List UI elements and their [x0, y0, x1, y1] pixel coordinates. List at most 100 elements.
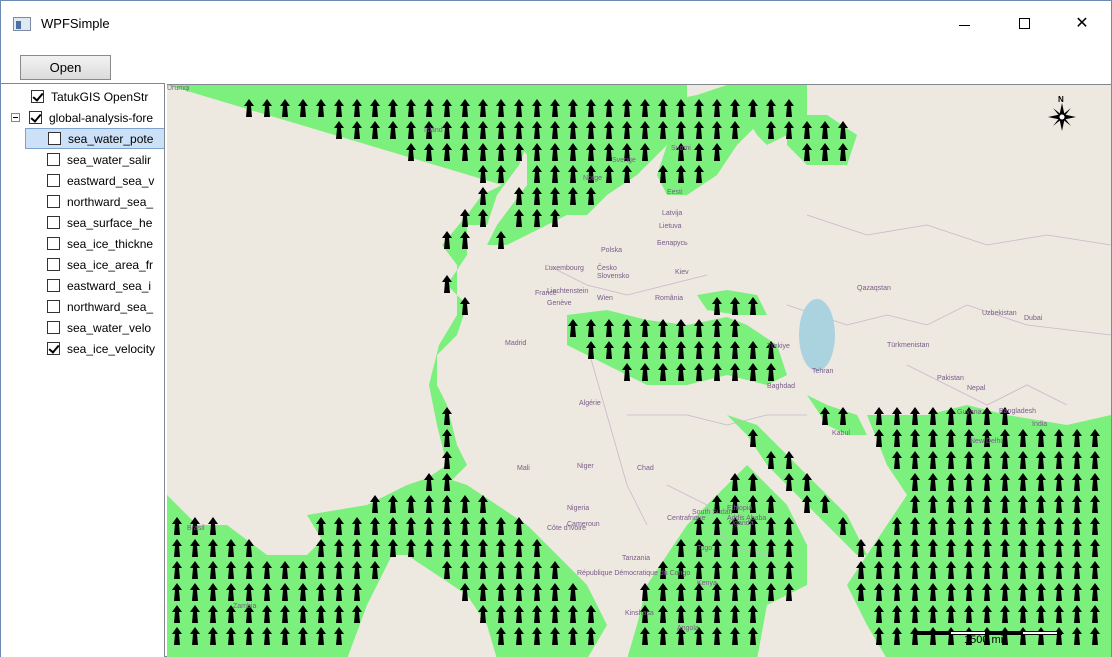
layer-item[interactable]: sea_surface_he	[25, 212, 164, 233]
arrow-up-icon	[748, 627, 758, 645]
layer-checkbox[interactable]	[47, 279, 60, 292]
close-button[interactable]: ✕	[1059, 1, 1105, 45]
layer-item[interactable]: TatukGIS OpenStr	[31, 86, 148, 107]
place-label: Slovensko	[597, 273, 630, 280]
arrow-up-icon	[424, 143, 434, 161]
arrow-up-icon	[514, 187, 524, 205]
layer-item[interactable]: sea_ice_area_fr	[25, 254, 164, 275]
country-border	[546, 264, 708, 296]
maximize-button[interactable]	[1001, 1, 1047, 45]
arrow-up-icon	[442, 517, 452, 535]
arrow-up-icon	[352, 121, 362, 139]
layer-checkbox[interactable]	[47, 342, 60, 355]
arrow-up-icon	[532, 99, 542, 117]
arrow-up-icon	[172, 561, 182, 579]
layer-item[interactable]: sea_ice_thickne	[25, 233, 164, 254]
place-label: Sverige	[612, 157, 636, 164]
arrow-up-icon	[514, 121, 524, 139]
arrow-up-icon	[208, 561, 218, 579]
arrow-up-icon	[874, 539, 884, 557]
layer-item[interactable]: eastward_sea_i	[25, 275, 164, 296]
layer-checkbox[interactable]	[47, 153, 60, 166]
arrow-up-icon	[964, 495, 974, 513]
layer-item[interactable]: eastward_sea_v	[25, 170, 164, 191]
arrow-up-icon	[640, 143, 650, 161]
arrow-up-icon	[280, 583, 290, 601]
arrow-up-icon	[946, 561, 956, 579]
arrow-up-icon	[1000, 495, 1010, 513]
arrow-up-icon	[1090, 583, 1100, 601]
arrow-up-icon	[514, 209, 524, 227]
arrow-up-icon	[586, 143, 596, 161]
minimize-button[interactable]	[941, 1, 987, 45]
arrow-up-icon	[820, 495, 830, 513]
arrow-up-icon	[622, 121, 632, 139]
layer-checkbox[interactable]	[29, 111, 42, 124]
arrow-up-icon	[730, 627, 740, 645]
arrow-up-icon	[982, 605, 992, 623]
arrow-up-icon	[532, 561, 542, 579]
arrow-up-icon	[586, 319, 596, 337]
arrow-up-icon	[874, 429, 884, 447]
arrow-up-icon	[496, 627, 506, 645]
layer-item[interactable]: sea_water_velo	[25, 317, 164, 338]
arrow-up-icon	[568, 99, 578, 117]
layer-item[interactable]: sea_water_pote	[25, 128, 164, 149]
arrow-up-icon	[730, 605, 740, 623]
arrow-up-icon	[676, 539, 686, 557]
arrow-up-icon	[334, 539, 344, 557]
place-label: Wien	[597, 295, 613, 302]
layer-checkbox[interactable]	[47, 195, 60, 208]
arrow-up-icon	[478, 209, 488, 227]
arrow-up-icon	[550, 605, 560, 623]
place-label: Baghdad	[767, 383, 796, 390]
arrow-up-icon	[964, 561, 974, 579]
map-canvas[interactable]	[167, 85, 1111, 657]
arrow-up-icon	[712, 341, 722, 359]
arrow-up-icon	[370, 517, 380, 535]
layer-item[interactable]: global-analysis-fore	[11, 107, 153, 128]
compass-rose-icon: N	[1044, 95, 1080, 137]
layer-checkbox[interactable]	[48, 132, 61, 145]
arrow-up-icon	[190, 583, 200, 601]
layer-checkbox[interactable]	[47, 174, 60, 187]
arrow-up-icon	[748, 539, 758, 557]
title-bar[interactable]: WPFSimple ✕	[1, 1, 1111, 45]
place-label: Dubai	[1024, 315, 1043, 322]
collapse-icon[interactable]	[11, 113, 20, 122]
arrow-up-icon	[1054, 429, 1064, 447]
arrow-up-icon	[172, 583, 182, 601]
layer-checkbox[interactable]	[47, 216, 60, 229]
layer-checkbox[interactable]	[47, 258, 60, 271]
arrow-up-icon	[496, 121, 506, 139]
layer-checkbox[interactable]	[31, 90, 44, 103]
arrow-up-icon	[514, 583, 524, 601]
arrow-up-icon	[262, 561, 272, 579]
arrow-up-icon	[1018, 451, 1028, 469]
arrow-up-icon	[208, 539, 218, 557]
arrow-up-icon	[892, 451, 902, 469]
arrow-up-icon	[856, 539, 866, 557]
arrow-up-icon	[370, 121, 380, 139]
arrow-up-icon	[712, 121, 722, 139]
layer-item[interactable]: sea_ice_velocity	[25, 338, 164, 359]
arrow-up-icon	[586, 341, 596, 359]
arrow-up-icon	[748, 473, 758, 491]
place-label: Bangladesh	[999, 408, 1036, 415]
layer-checkbox[interactable]	[47, 300, 60, 313]
arrow-up-icon	[1072, 539, 1082, 557]
layer-checkbox[interactable]	[47, 237, 60, 250]
arrow-up-icon	[244, 539, 254, 557]
arrow-up-icon	[1018, 429, 1028, 447]
sea-layer-region	[307, 475, 607, 657]
layer-item[interactable]: northward_sea_	[25, 296, 164, 317]
layer-item[interactable]: northward_sea_	[25, 191, 164, 212]
layer-item[interactable]: sea_water_salir	[25, 149, 164, 170]
layer-checkbox[interactable]	[47, 321, 60, 334]
arrow-up-icon	[730, 561, 740, 579]
arrow-up-icon	[244, 99, 254, 117]
open-button[interactable]: Open	[20, 55, 111, 80]
arrow-up-icon	[226, 627, 236, 645]
